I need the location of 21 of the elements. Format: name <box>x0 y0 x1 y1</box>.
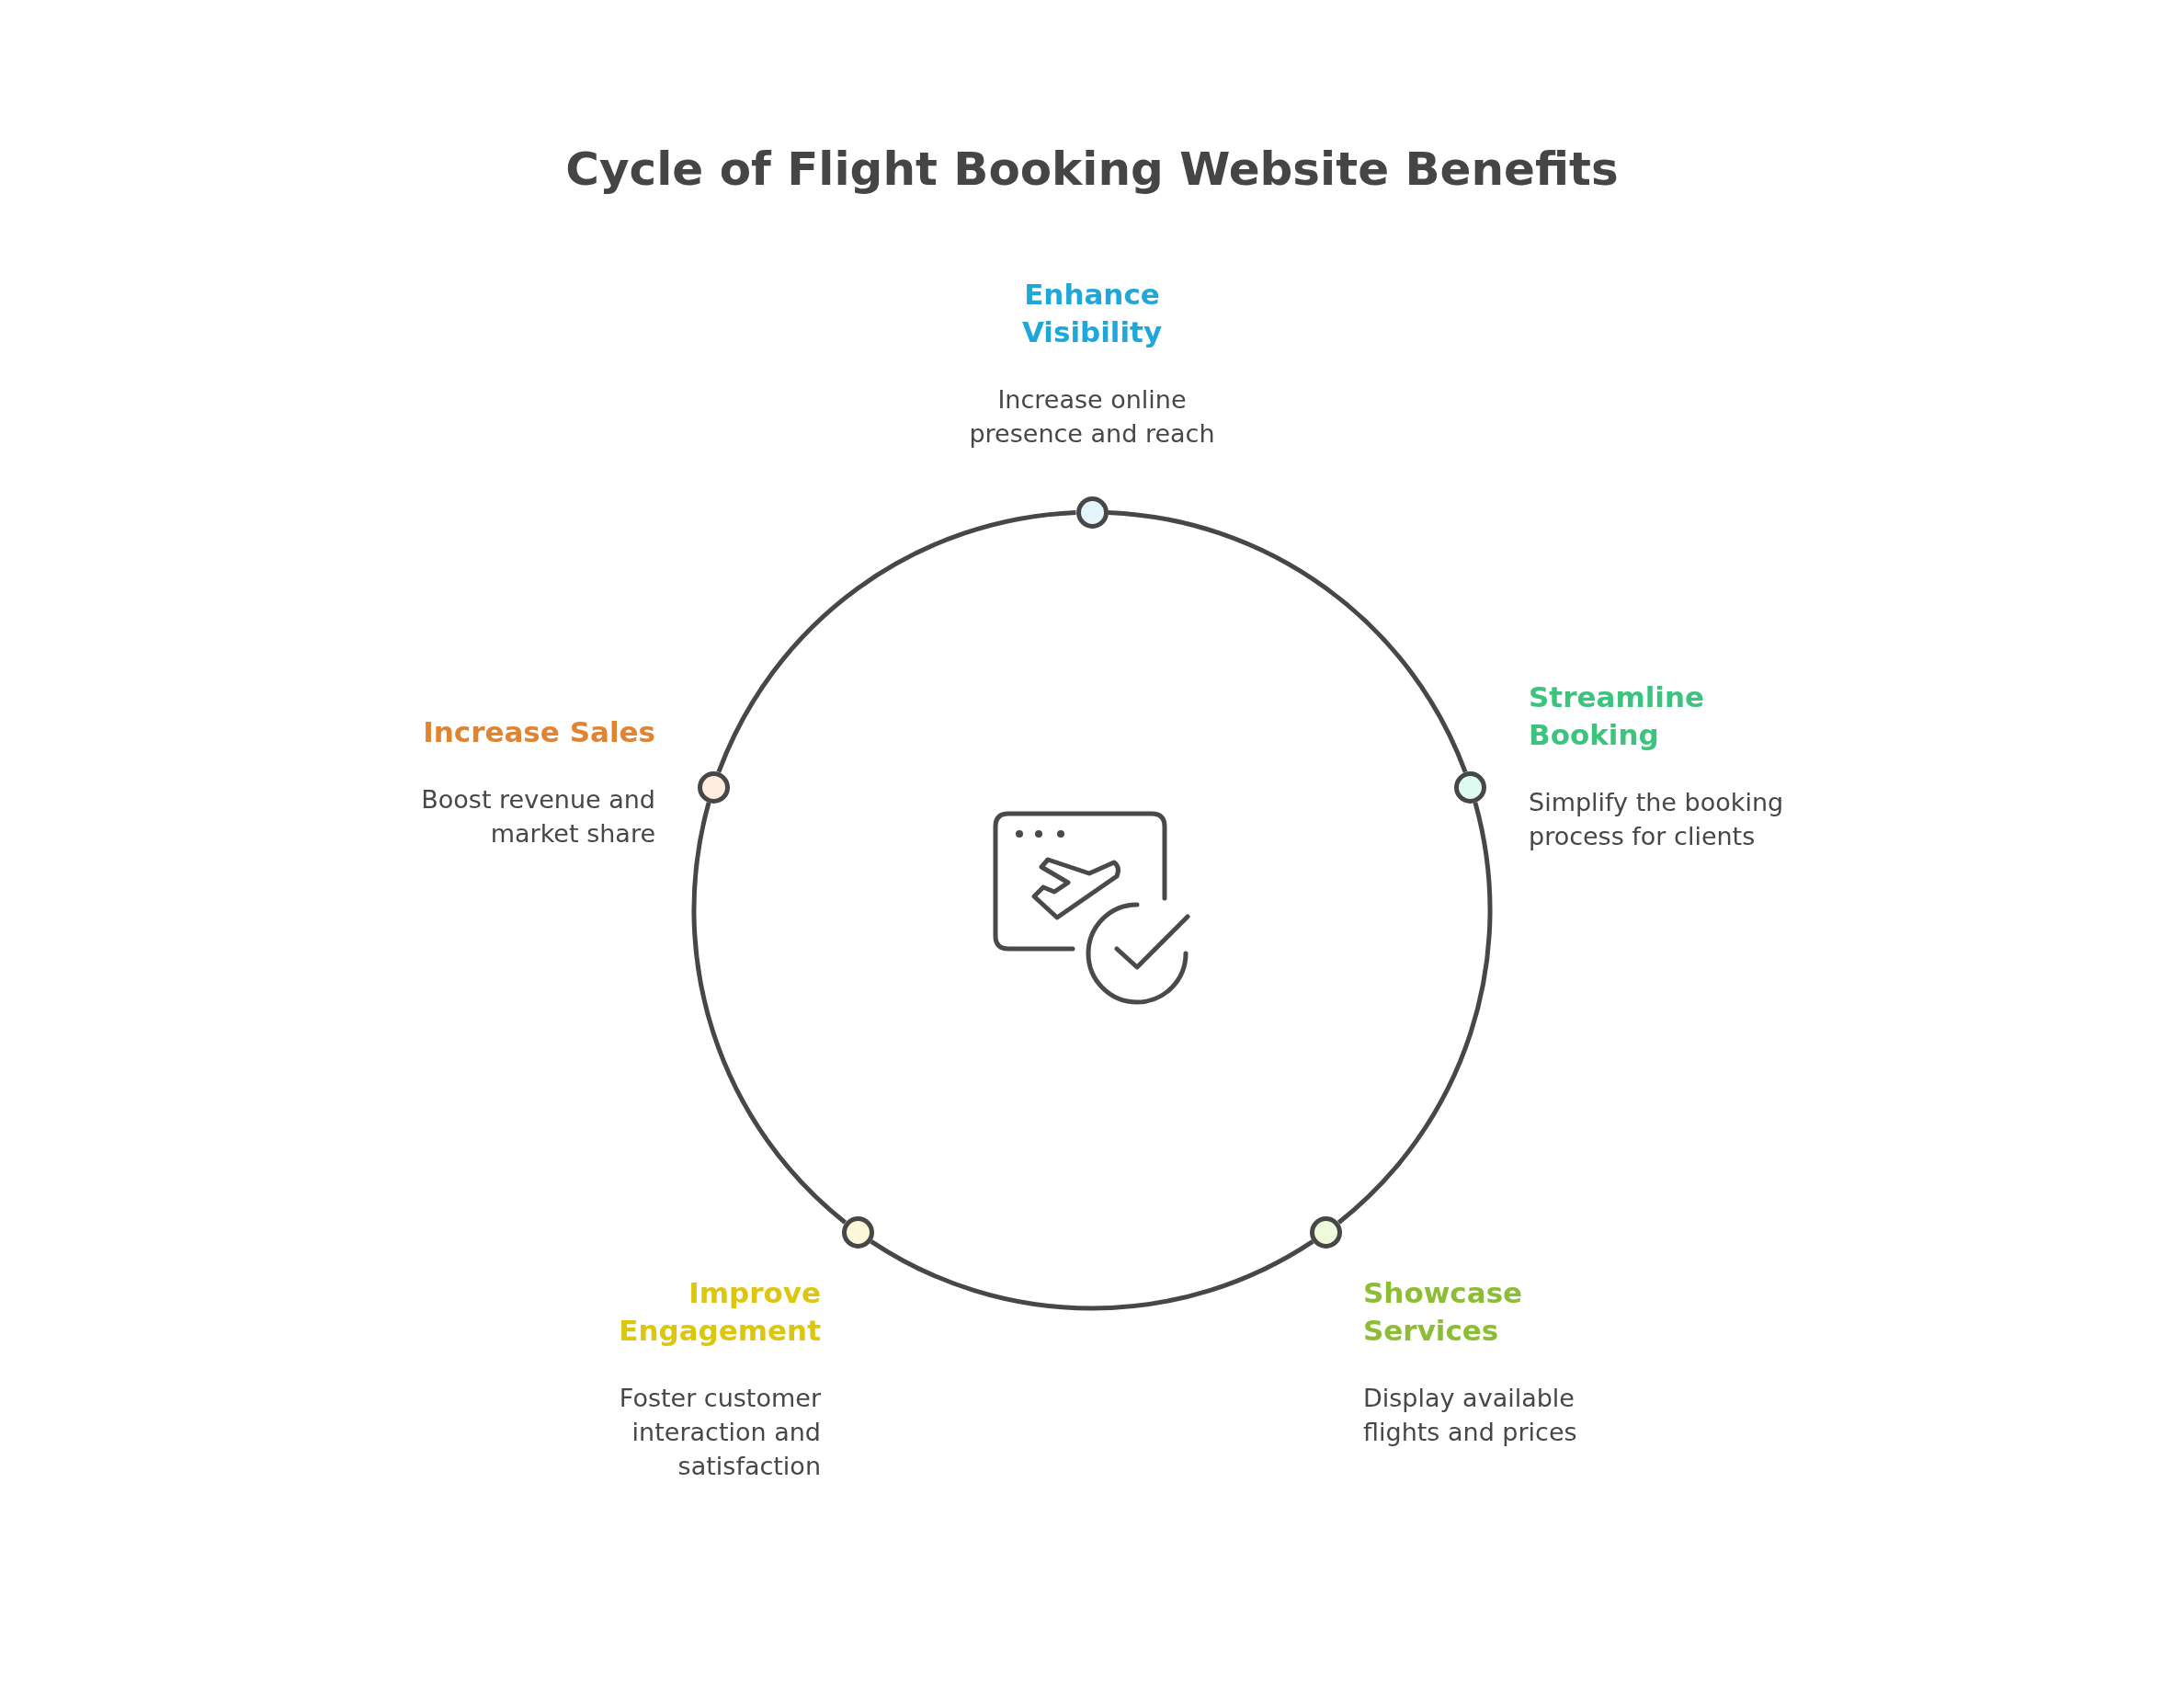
node-heading: Increase Sales <box>423 714 655 750</box>
ring-arc <box>1337 802 1493 1225</box>
ring-arc <box>1108 509 1468 773</box>
node-dot-icon <box>1075 496 1109 529</box>
node-description: Foster customer interaction and satisfaction <box>618 1383 821 1482</box>
node-heading: Showcase Services <box>1363 1275 1524 1349</box>
ring-arc <box>870 1239 1314 1311</box>
node-description: Increase online presence and reach <box>968 384 1216 450</box>
node-description: Boost revenue and market share <box>420 784 655 850</box>
diagram-title: Cycle of Flight Booking Website Benefits <box>565 143 1619 196</box>
node-heading: Streamline Booking <box>1529 679 1706 753</box>
node-description: Simplify the booking process for clients <box>1529 787 1785 852</box>
node-dot-icon <box>842 1215 874 1249</box>
node-heading: Improve Engagement <box>618 1275 821 1349</box>
node-dot-icon <box>1454 770 1487 804</box>
node-heading: Enhance Visibility <box>1020 277 1164 350</box>
node-dot-icon <box>697 770 730 804</box>
node-description: Display available flights and prices <box>1363 1383 1578 1448</box>
ring-arc <box>691 802 847 1225</box>
node-dot-icon <box>1310 1215 1342 1249</box>
ring-arc <box>716 509 1076 773</box>
